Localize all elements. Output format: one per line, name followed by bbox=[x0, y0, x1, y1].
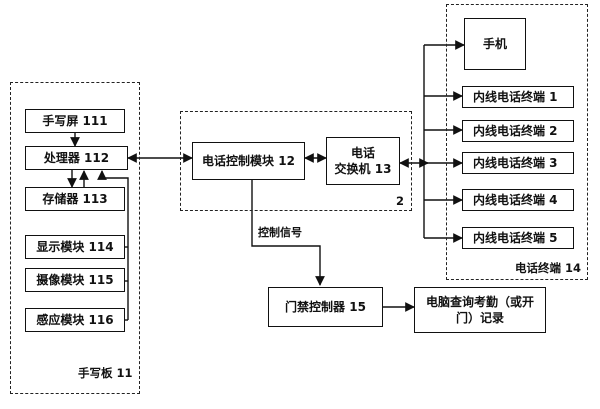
control-signal-label: 控制信号 bbox=[258, 226, 302, 239]
control-signal-line bbox=[251, 180, 325, 286]
group-terminals bbox=[446, 4, 588, 280]
extension-terminal-5: 内线电话终端 5 bbox=[462, 227, 574, 249]
extension-terminal-3: 内线电话终端 3 bbox=[462, 152, 574, 174]
camera-module-box: 摄像模块 115 bbox=[25, 268, 125, 292]
mobile-phone-box: 手机 bbox=[464, 18, 526, 70]
group-terminals-label: 电话终端 14 bbox=[515, 261, 582, 275]
sensor-module-box: 感应模块 116 bbox=[25, 308, 125, 332]
group-tablet-label: 手写板 11 bbox=[78, 366, 133, 380]
phone-exchange-box: 电话 交换机 13 bbox=[326, 137, 400, 185]
door-controller-box: 门禁控制器 15 bbox=[268, 287, 383, 327]
pc-attendance-record-box: 电脑查询考勤（或开 门）记录 bbox=[414, 287, 546, 333]
modules-feedback-line bbox=[97, 170, 129, 320]
group-tablet bbox=[10, 82, 140, 394]
group-exchange-label: 2 bbox=[396, 194, 405, 208]
handwriting-screen-box: 手写屏 111 bbox=[25, 109, 125, 133]
extension-terminal-2: 内线电话终端 2 bbox=[462, 120, 574, 142]
storage-box: 存储器 113 bbox=[25, 187, 125, 211]
group-exchange bbox=[180, 111, 412, 211]
extension-terminal-4: 内线电话终端 4 bbox=[462, 189, 574, 211]
phone-control-module-box: 电话控制模块 12 bbox=[192, 142, 305, 180]
display-module-box: 显示模块 114 bbox=[25, 235, 125, 259]
processor-box: 处理器 112 bbox=[25, 146, 128, 170]
extension-terminal-1: 内线电话终端 1 bbox=[462, 86, 574, 108]
